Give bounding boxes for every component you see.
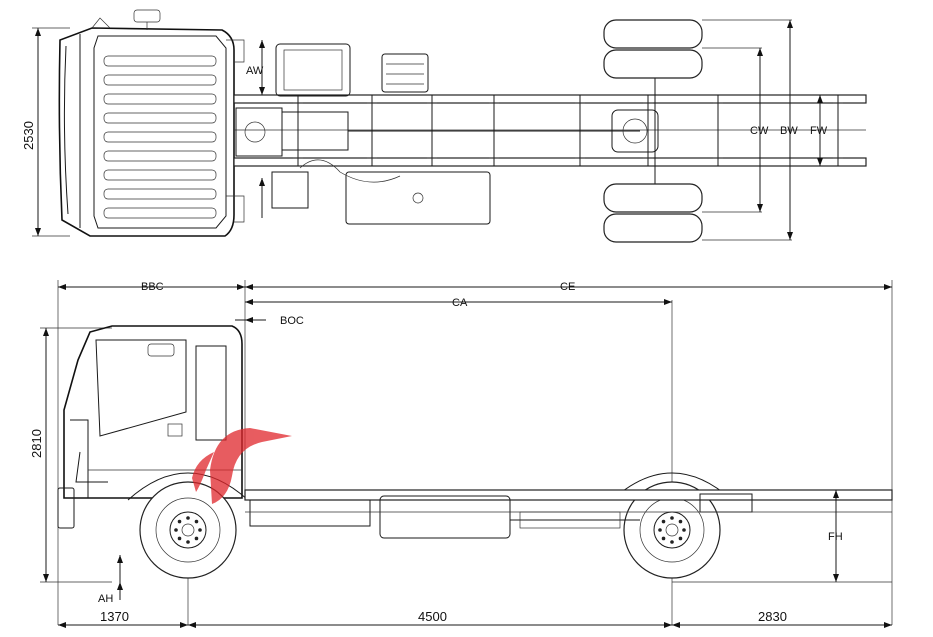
- ah-dimension: AH: [98, 555, 123, 605]
- cab-rib: [103, 112, 217, 124]
- ah-label: AH: [98, 593, 113, 605]
- cab-rib: [103, 150, 217, 162]
- ca-dimension: CA: [245, 297, 672, 309]
- overall-width-label: 2530: [21, 121, 36, 150]
- lug-nut: [661, 536, 666, 541]
- fw-label: FW: [810, 125, 828, 137]
- ce-dimension: CE: [245, 281, 892, 293]
- lug-nut: [682, 528, 686, 532]
- watermark-logo: [192, 428, 292, 504]
- lug-nut: [661, 519, 666, 524]
- lug-nut: [658, 528, 662, 532]
- boc-label: BOC: [280, 315, 304, 327]
- lug-nut: [174, 528, 178, 532]
- lug-nut: [198, 528, 202, 532]
- rear-tire-3: [603, 183, 703, 213]
- lug-nut: [186, 540, 190, 544]
- rear-axle-top: [603, 19, 703, 243]
- lug-nut: [670, 540, 674, 544]
- lug-nut: [194, 519, 199, 524]
- cab-rib: [103, 169, 217, 181]
- cab-rib: [103, 131, 217, 143]
- lug-nut: [678, 519, 683, 524]
- bw-label: BW: [780, 125, 798, 137]
- lug-nut: [186, 516, 190, 520]
- rear-tire-2: [603, 49, 703, 79]
- lug-nut: [177, 519, 182, 524]
- lug-nut: [194, 536, 199, 541]
- cab-rib: [103, 207, 217, 219]
- overall-width-dimension: 2530: [21, 27, 70, 237]
- fh-dimension: FH: [672, 490, 892, 583]
- rear-wheel-lugs: [658, 516, 686, 544]
- bbc-label: BBC: [141, 281, 164, 293]
- bbc-dimension: BBC: [58, 281, 245, 293]
- cw-label: CW: [750, 125, 769, 137]
- rear-tire-1: [603, 19, 703, 49]
- rear-wheel: [611, 472, 733, 579]
- aw-dimension: AW: [246, 40, 265, 218]
- front-wheel-lugs: [174, 516, 202, 544]
- top-view: 2530 AW: [21, 9, 867, 243]
- lug-nut: [670, 516, 674, 520]
- front-wheel: [127, 472, 249, 579]
- rear-overhang-label: 2830: [758, 609, 787, 624]
- rear-tire-4: [603, 213, 703, 243]
- frame-side: [244, 489, 893, 539]
- ce-label: CE: [560, 281, 575, 293]
- boc-dimension: BOC: [235, 315, 304, 327]
- lug-nut: [177, 536, 182, 541]
- cab-rib: [103, 55, 217, 67]
- wheelbase-label: 4500: [418, 609, 447, 624]
- cab-side: [57, 325, 243, 529]
- cab-rib: [103, 188, 217, 200]
- fh-label: FH: [828, 531, 843, 543]
- engine-components-top: [235, 43, 640, 225]
- front-overhang-label: 1370: [100, 609, 129, 624]
- overall-height-label: 2810: [29, 429, 44, 458]
- cab-rib: [103, 74, 217, 86]
- side-view: BBC CE CA BOC 2810: [29, 280, 893, 628]
- cab-roof-ribs: [103, 55, 217, 219]
- cw-bw-fw-dimensions: CW BW FW: [702, 19, 828, 241]
- cab-top: [58, 9, 245, 237]
- aw-label: AW: [246, 65, 264, 77]
- cab-rib: [103, 93, 217, 105]
- overall-height-dimension: 2810: [29, 327, 112, 583]
- bottom-dimensions: 1370 4500 2830: [58, 609, 892, 628]
- ca-label: CA: [452, 297, 468, 309]
- lug-nut: [678, 536, 683, 541]
